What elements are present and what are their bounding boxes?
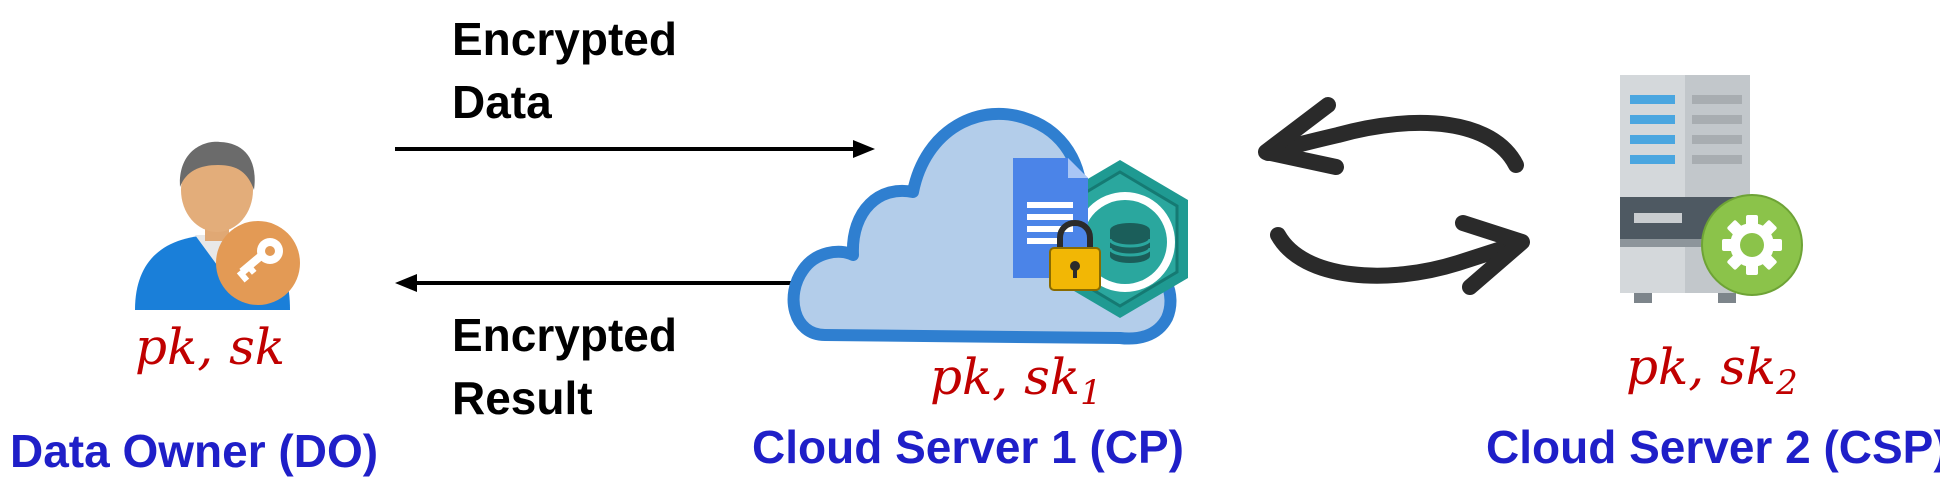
cloud-server-2-keys-text: pk, sk: [1626, 338, 1777, 396]
encrypted-data-label: Encrypted Data: [452, 16, 677, 125]
encrypted-result-label-line2: Result: [452, 372, 593, 424]
cloud-encrypted-database-icon: [785, 90, 1225, 360]
encrypted-data-arrow: [395, 138, 875, 160]
encrypted-result-arrow: [395, 272, 805, 294]
encrypted-data-label-line2: Data: [452, 76, 552, 128]
data-owner-keys: pk, sk: [135, 322, 285, 372]
cloud-server-1-title: Cloud Server 1 (CP): [752, 421, 1184, 473]
server-gear-icon: [1612, 75, 1812, 305]
encrypted-result-label: Encrypted Result: [452, 312, 677, 421]
data-owner-icon: [130, 135, 305, 315]
cloud-server-2-keys-subscript: 2: [1776, 363, 1798, 403]
cloud-server-2-title: Cloud Server 2 (CSP): [1486, 421, 1940, 473]
encrypted-result-label-line1: Encrypted: [452, 309, 677, 361]
data-owner-title: Data Owner (DO): [10, 425, 379, 477]
cloud-server-1-keys-text: pk, sk: [930, 348, 1081, 406]
cloud-server-1-keys-subscript: 1: [1080, 373, 1102, 413]
data-owner-keys-text: pk, sk: [135, 318, 286, 376]
encrypted-data-label-line1: Encrypted: [452, 13, 677, 65]
cloud-server-1-keys: pk, sk1: [930, 352, 1102, 410]
bidirectional-arrows-icon: [1258, 95, 1538, 305]
cloud-server-2-keys: pk, sk2: [1626, 342, 1798, 400]
